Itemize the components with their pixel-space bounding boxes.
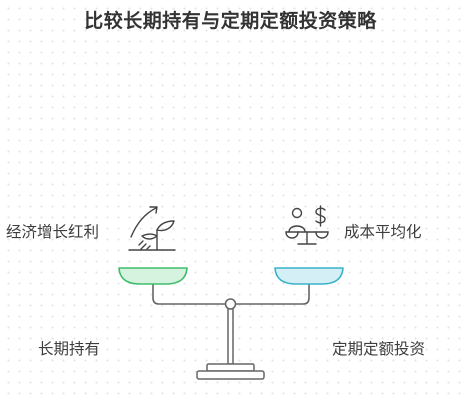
scale-base [196, 370, 265, 380]
scale-base-top [206, 363, 255, 372]
scale-pillar [227, 305, 234, 365]
left-strategy-label: 长期持有 [38, 340, 101, 358]
diagram-title: 比较长期持有与定期定额投资策略 [84, 10, 377, 32]
left-scale-pan [118, 267, 188, 285]
right-benefit-label: 成本平均化 [344, 223, 422, 241]
growth-plant-icon [128, 206, 176, 251]
person-dollar-balance-icon [285, 205, 329, 245]
right-strategy-label: 定期定额投资 [332, 340, 426, 358]
left-benefit-label: 经济增长红利 [6, 223, 100, 241]
scale-pivot [224, 298, 237, 310]
right-scale-pan [274, 267, 344, 285]
